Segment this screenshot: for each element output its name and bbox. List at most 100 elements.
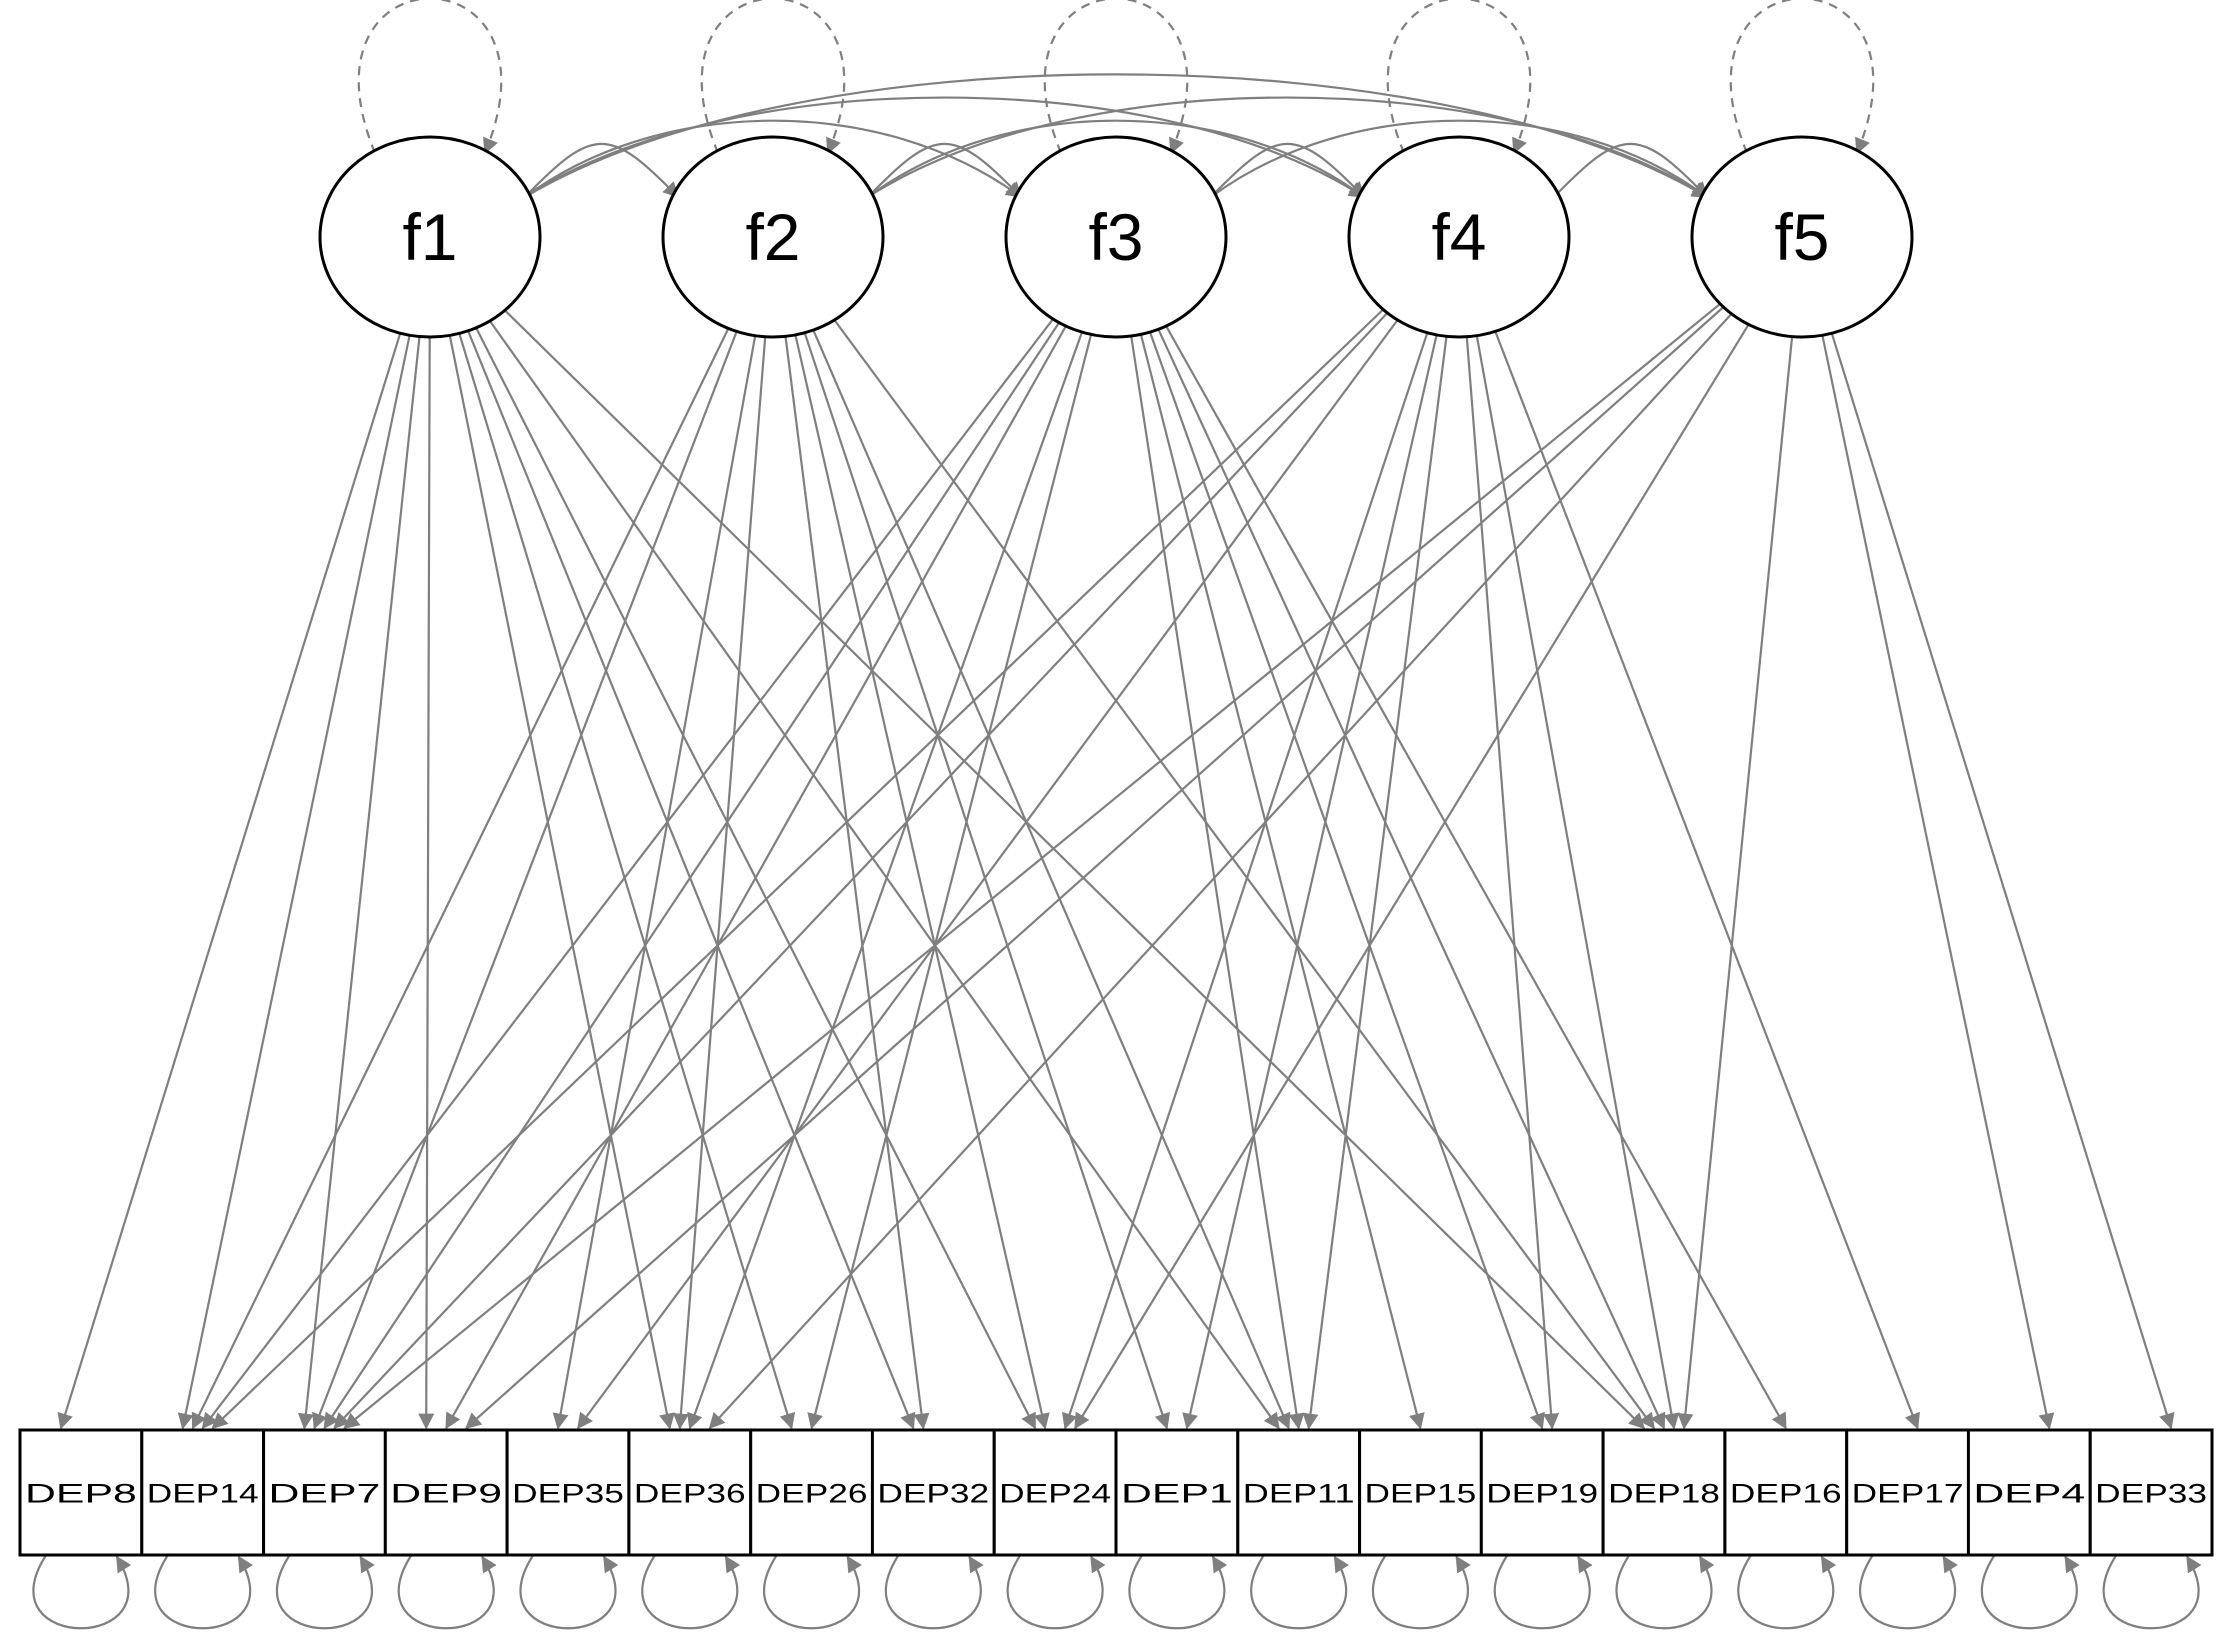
- covariance-f3-f4: [1195, 142, 1366, 213]
- residual-loop-DEP17: [1858, 1540, 1958, 1630]
- loading-f5-DEP7: [343, 302, 1721, 1430]
- loading-f3-DEP16: [1165, 325, 1787, 1430]
- residual-loop-DEP18: [1615, 1540, 1715, 1630]
- factor-label: f1: [402, 200, 457, 274]
- item-node-DEP33: DEP33: [2088, 1428, 2214, 1557]
- item-node-DEP32: DEP32: [870, 1428, 996, 1557]
- residual-loop-DEP14: [154, 1540, 254, 1630]
- item-box: [1966, 1428, 2092, 1557]
- covariance-f1-f3: [508, 119, 1023, 212]
- item-label: DEP36: [634, 1479, 746, 1509]
- factor-node-f1: f1: [318, 135, 542, 339]
- loading-f3-DEP26: [807, 334, 1093, 1430]
- loading-f3-DEP9: [445, 325, 1067, 1430]
- factor-label: f4: [1431, 200, 1486, 274]
- item-label: DEP19: [1486, 1479, 1598, 1509]
- loading-f5-DEP24: [1074, 323, 1750, 1430]
- item-node-DEP9: DEP9: [383, 1428, 509, 1557]
- item-label: DEP15: [1365, 1479, 1477, 1509]
- factor-circle: [1347, 135, 1571, 339]
- variance-loop-f1: [357, 0, 503, 155]
- covariance-f2-f5: [851, 96, 1709, 212]
- loading-f1-DEP26: [458, 333, 796, 1430]
- item-node-DEP17: DEP17: [1845, 1428, 1970, 1557]
- factor-node-f5: f5: [1690, 135, 1914, 339]
- residual-loop-DEP11: [1250, 1540, 1350, 1630]
- item-label: DEP1: [1121, 1479, 1233, 1509]
- loading-f4-DEP18: [1475, 335, 1680, 1430]
- covariance-f1-f2: [509, 142, 680, 213]
- loading-f4-DEP11: [1302, 336, 1448, 1430]
- loading-f2-DEP11: [812, 329, 1291, 1430]
- loading-f4-DEP19: [1465, 336, 1560, 1430]
- item-node-DEP24: DEP24: [992, 1428, 1118, 1557]
- loading-f2-DEP35: [552, 335, 757, 1430]
- item-label: DEP16: [1730, 1479, 1842, 1509]
- residual-loop-DEP33: [2102, 1540, 2202, 1630]
- variance-loop-f5: [1729, 0, 1875, 155]
- loading-f3-DEP14: [201, 318, 1054, 1430]
- factor-label: f5: [1774, 200, 1829, 274]
- item-box: [1114, 1428, 1240, 1557]
- loading-f5-DEP36: [708, 313, 1733, 1430]
- factor-label: f3: [1088, 200, 1143, 274]
- residual-loop-DEP36: [641, 1540, 741, 1630]
- variance-loop-f2: [700, 0, 846, 155]
- item-label: DEP11: [1243, 1479, 1355, 1509]
- residual-loop-DEP16: [1737, 1540, 1837, 1630]
- loading-f1-DEP36: [448, 335, 675, 1430]
- item-box: [1723, 1428, 1849, 1557]
- loading-f1-DEP32: [467, 330, 916, 1430]
- loading-f3-DEP19: [1148, 331, 1545, 1430]
- loading-f1-DEP14: [177, 335, 411, 1430]
- residual-loop-DEP19: [1493, 1540, 1593, 1630]
- item-label: DEP18: [1608, 1479, 1720, 1509]
- item-box: [627, 1428, 753, 1557]
- residual-loop-DEP1: [1128, 1540, 1228, 1630]
- item-box: [2088, 1428, 2214, 1557]
- loading-f2-DEP18: [833, 319, 1655, 1430]
- item-label: DEP7: [269, 1479, 381, 1509]
- item-box: [1236, 1428, 1362, 1557]
- item-node-DEP11: DEP11: [1236, 1428, 1362, 1557]
- variance-loop-f4: [1386, 0, 1532, 155]
- covariance-f3-f5: [1194, 119, 1709, 212]
- item-label: DEP17: [1852, 1479, 1964, 1509]
- item-label: DEP24: [999, 1479, 1111, 1509]
- residual-loop-DEP9: [397, 1540, 497, 1630]
- item-label: DEP26: [756, 1479, 868, 1509]
- residual-loop-DEP32: [884, 1540, 984, 1630]
- covariance-f1-f4: [508, 96, 1366, 212]
- item-box: [140, 1428, 266, 1557]
- factor-node-f3: f3: [1004, 135, 1228, 339]
- loading-f2-DEP32: [784, 336, 930, 1430]
- edge-layer: [32, 0, 2202, 1630]
- item-node-DEP18: DEP18: [1601, 1428, 1727, 1557]
- loading-f1-DEP11: [488, 320, 1280, 1430]
- item-node-DEP7: DEP7: [262, 1428, 387, 1557]
- residual-loop-DEP15: [1371, 1540, 1471, 1630]
- loading-f4-DEP1: [1182, 334, 1438, 1430]
- loading-f1-DEP18: [504, 309, 1646, 1430]
- loading-f2-DEP14: [191, 327, 730, 1430]
- item-label: DEP35: [512, 1479, 624, 1509]
- factor-circle: [318, 135, 542, 339]
- loading-f2-DEP7: [312, 331, 738, 1430]
- covariance-f2-f3: [852, 142, 1023, 213]
- loading-f3-DEP11: [1130, 335, 1305, 1430]
- factor-node-f2: f2: [661, 135, 885, 339]
- item-label: DEP9: [390, 1479, 502, 1509]
- item-box: [1358, 1428, 1483, 1557]
- item-label: DEP32: [877, 1479, 989, 1509]
- factor-node-f4: f4: [1347, 135, 1571, 339]
- item-node-DEP19: DEP19: [1479, 1428, 1605, 1557]
- loading-f5-DEP4: [1821, 335, 2055, 1430]
- loading-f4-DEP14: [211, 308, 1384, 1430]
- loading-f2-DEP36: [672, 336, 767, 1430]
- item-node-DEP1: DEP1: [1114, 1428, 1240, 1557]
- factor-circle: [661, 135, 885, 339]
- loading-f3-DEP15: [1139, 334, 1425, 1430]
- loading-f3-DEP7: [323, 321, 1061, 1430]
